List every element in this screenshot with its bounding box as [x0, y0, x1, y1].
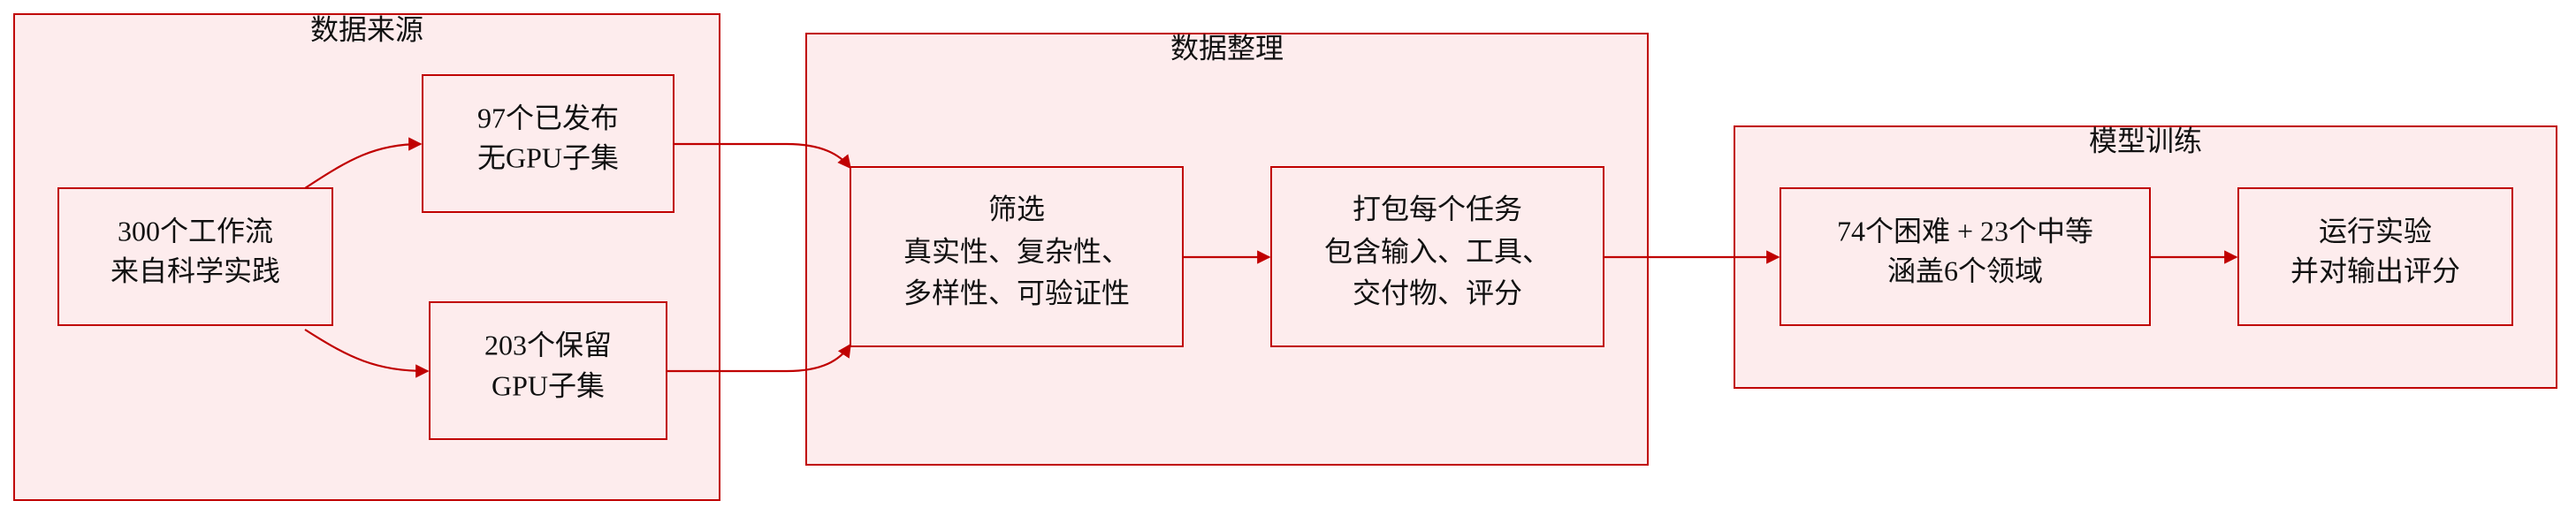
node-split-line-2: 涵盖6个领域 — [1887, 254, 2043, 286]
node-package-line-1: 打包每个任务 — [1353, 193, 1522, 224]
node-heldout-line-2: GPU子集 — [492, 369, 605, 401]
node-published-line-2: 无GPU子集 — [477, 141, 619, 173]
node-filter-line-3: 多样性、可验证性 — [903, 277, 1130, 308]
node-filter-line-1: 筛选 — [988, 193, 1045, 224]
edge-published-to-filter — [674, 142, 851, 170]
cluster-title-data-source: 数据来源 — [310, 13, 423, 45]
node-published-line-1: 97个已发布 — [477, 102, 619, 133]
edge-workflows-to-heldout — [304, 329, 430, 378]
cluster-title-data-curation: 数据整理 — [1170, 32, 1284, 64]
node-filter: 筛选 真实性、复杂性、 多样性、可验证性 — [850, 166, 1184, 347]
node-run: 运行实验 并对输出评分 — [2237, 187, 2513, 326]
node-package-line-2: 包含输入、工具、 — [1324, 235, 1551, 267]
edge-workflows-to-published — [304, 137, 423, 189]
node-split-line-1: 74个困难 + 23个中等 — [1837, 215, 2093, 247]
node-published: 97个已发布 无GPU子集 — [422, 74, 674, 213]
node-package-line-3: 交付物、评分 — [1353, 277, 1522, 308]
node-heldout-line-1: 203个保留 — [484, 329, 612, 360]
node-workflows-line-2: 来自科学实践 — [111, 254, 280, 286]
edges — [304, 137, 2238, 378]
node-workflows: 300个工作流 来自科学实践 — [57, 187, 333, 326]
cluster-title-model-training: 模型训练 — [2089, 125, 2202, 156]
node-filter-line-2: 真实性、复杂性、 — [903, 235, 1130, 267]
edge-heldout-to-filter — [667, 343, 851, 373]
node-run-line-1: 运行实验 — [2319, 215, 2432, 247]
node-heldout: 203个保留 GPU子集 — [429, 301, 667, 440]
node-run-line-2: 并对输出评分 — [2290, 254, 2460, 286]
node-split: 74个困难 + 23个中等 涵盖6个领域 — [1780, 187, 2151, 326]
node-workflows-line-1: 300个工作流 — [118, 215, 273, 247]
node-package: 打包每个任务 包含输入、工具、 交付物、评分 — [1270, 166, 1604, 347]
